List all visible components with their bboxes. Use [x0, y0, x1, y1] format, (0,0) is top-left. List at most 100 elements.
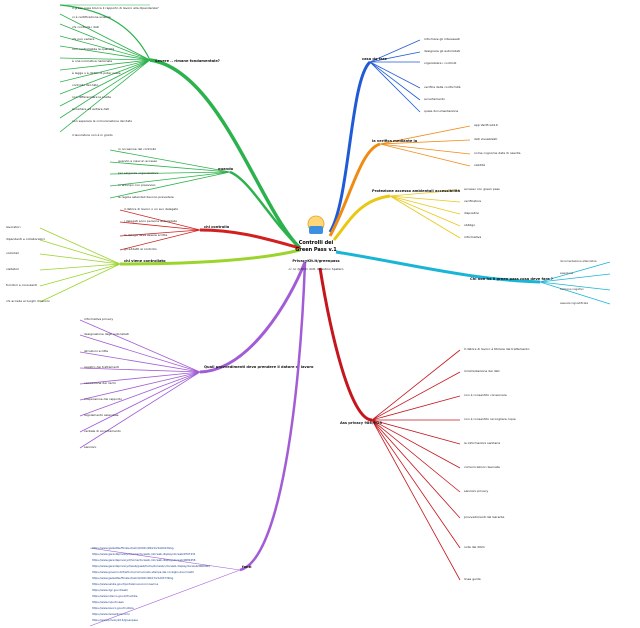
quando-item: in occasione del controllo	[118, 147, 156, 151]
darkred-item: minimizzazione dei dati	[464, 369, 500, 373]
branch-darkred: Ass privacy 986/9/23 Il datore di lavoro…	[318, 267, 530, 581]
orange-item: dati visualizzati	[474, 137, 497, 141]
lime-item: fornitori e consulenti	[6, 283, 37, 287]
source-link[interactable]: https://www.salute.gov.it/portale/nuovoc…	[92, 582, 159, 586]
yellow-item: accesso con green pass	[464, 187, 500, 191]
center-credit: cc nc @2021 dott. Valentino Spataro	[289, 267, 344, 271]
blue-item: verifica della conformità	[424, 85, 461, 89]
violet-item: designazione degli autorizzati	[84, 332, 129, 336]
darkred-item: comunicazioni riservate	[464, 465, 500, 469]
branch-orange-label: la verifica mediante la	[372, 139, 418, 143]
yellow-item: informativa	[464, 235, 481, 239]
blue-item: organizzare i controlli	[424, 61, 456, 65]
branch-yellow-label: Protezione accesso ambientali accessibil…	[372, 189, 461, 193]
source-link[interactable]: https://www.garanteprivacy.it/web/guest/…	[92, 564, 210, 568]
violet-item: verbale di accertamento	[84, 429, 121, 433]
source-link[interactable]: https://www.lavoro.gov.it/notizie	[92, 606, 134, 610]
branch-yellow: Protezione accesso ambientali accessibil…	[332, 187, 500, 241]
green-item: non separare la comunicazione del dato	[72, 119, 132, 123]
darkred-item: non è consentito raccogliere copie	[464, 417, 516, 421]
violet-item: registro dei trattamenti	[84, 365, 119, 369]
branch-blue-label: caso da fare	[362, 57, 387, 61]
green-item: Accertare ed evitare dati	[72, 107, 109, 111]
quando-item: in anticipo con preavviso	[118, 183, 156, 187]
darkred-item: linee guida	[464, 577, 481, 581]
green-item: vi è certificazione scienza	[72, 15, 111, 19]
branch-red-label: chi controlla	[204, 225, 230, 229]
quando-item: per esigenze organizzative	[118, 171, 158, 175]
red-item: il datore di lavoro o un suo delegato	[124, 207, 178, 211]
branch-orange: la verifica mediante la app VerificaC19 …	[328, 123, 521, 237]
orange-item: validità	[474, 163, 485, 167]
violet-item: informativa privacy	[84, 317, 113, 321]
branch-teal: Chi non ha il green pass cosa deve fare …	[335, 250, 611, 305]
green-item: non differenziare le scelte	[72, 95, 111, 99]
green-item: è una normativa nazionale	[72, 59, 112, 63]
branch-green: Severe .. rimane fondamentale? il green …	[59, 4, 302, 250]
violet-item: regolamento aziendale	[84, 413, 119, 417]
yellow-item: obbligo	[464, 223, 475, 227]
violet-item: valutazione dei rischi	[84, 381, 116, 385]
darkred-item: non è consentito conservare	[464, 393, 507, 397]
source-link[interactable]: https://www.dgc.gov.it/web/	[92, 588, 128, 592]
yellow-item: verificatore	[464, 199, 481, 203]
branch-fonti-label: fonti	[242, 565, 252, 569]
branch-darkred-label: Ass privacy 986/9/23	[340, 421, 383, 425]
central-node: Controlli dei Green Pass v.1 PrivacyKit.…	[289, 215, 344, 271]
branch-red: chi controlla il datore di lavoro o un s…	[119, 207, 301, 251]
lime-item: volontari	[6, 251, 19, 255]
red-item: i delegati sono persone autorizzate	[124, 219, 177, 223]
darkred-item: le informazioni sanitarie	[464, 441, 500, 445]
source-link[interactable]: https://www.ilsole24ore.com/	[92, 612, 130, 616]
yellow-item: dispositivi	[464, 211, 479, 215]
source-link[interactable]: https://www.garanteprivacy.it/home/docwe…	[92, 552, 196, 556]
green-item: il green pass blocca il rapporto di lavo…	[72, 6, 159, 10]
green-item: è legge o è diritto di poter usare	[72, 71, 121, 75]
orange-item: app VerificaC19	[474, 123, 498, 127]
center-title-line1: Controlli dei	[299, 240, 334, 246]
branch-violet-label: Quali provvedimenti devo prendere il dat…	[204, 365, 314, 369]
teal-item: assenza ingiustificata	[560, 301, 588, 305]
branch-blue: caso da fare informare gli interessati d…	[328, 37, 461, 233]
lime-item: visitatori	[6, 267, 19, 271]
violet-item: sanzioni	[84, 445, 96, 449]
lime-item: dipendenti e collaboratori	[6, 237, 45, 241]
source-link[interactable]: https://www.garanteprivacy.it/home/docwe…	[92, 558, 196, 562]
green-item: chi può vedere	[72, 37, 94, 41]
darkred-item: nota del 2021	[464, 545, 485, 549]
orange-item: nome cognome data di nascita	[474, 151, 521, 155]
violet-item: istruzioni scritte	[84, 349, 108, 353]
darkred-item: provvedimenti del Garante	[464, 515, 505, 519]
branch-lime: chi viene controllato lavoratori dipende…	[6, 225, 301, 303]
source-link[interactable]: https://www.inps.it/news	[92, 600, 124, 604]
source-link[interactable]: https://www.gazzettaufficiale.it/eli/id/…	[92, 546, 174, 550]
green-item: controllo del dato	[72, 83, 98, 87]
branch-lime-label: chi viene controllato	[124, 259, 166, 263]
branch-teal-label: Chi non ha il green pass cosa deve fare …	[470, 277, 553, 281]
source-link[interactable]: https://www.privacykit.it/greenpass	[92, 618, 139, 622]
quando-item: quando a ciascun accesso	[118, 159, 157, 163]
blue-item: accertamento	[424, 97, 445, 101]
center-subtitle: PrivacyKit.it/greenpass	[292, 259, 339, 263]
green-item: non controllabile la quantità	[72, 47, 114, 51]
darkred-item: sanzioni privacy	[464, 489, 488, 493]
blue-item: informare gli interessati	[424, 37, 460, 41]
source-link[interactable]: https://www.interno.gov.it/it/notizie	[92, 594, 138, 598]
green-item: chi controlla i dati	[72, 25, 99, 29]
violet-item: sospensione del rapporto	[84, 397, 122, 401]
branch-green-label: Severe .. rimane fondamentale?	[155, 59, 220, 63]
blue-item: designare gli autorizzati	[424, 49, 460, 53]
teal-item: documentazione alternativa	[560, 259, 597, 263]
lime-item: chi accede ai luoghi di lavoro	[6, 299, 50, 303]
branch-violet: Quali provvedimenti devo prendere il dat…	[79, 261, 314, 627]
center-title-line2: Green Pass v.1	[295, 247, 337, 253]
branch-quando-label: quando	[218, 167, 234, 171]
source-link[interactable]: https://www.gazzettaufficiale.it/eli/id/…	[92, 576, 174, 580]
blue-item: quale documentazione	[424, 109, 458, 113]
darkred-item: Il datore di lavoro è titolare del tratt…	[464, 347, 530, 351]
quando-item: le regole aziendali devono prevedere	[118, 195, 174, 199]
teal-item: esenzione	[560, 271, 573, 275]
source-link[interactable]: https://www.governo.it/it/articolo/comun…	[92, 570, 194, 574]
lime-item: lavoratori	[6, 225, 21, 229]
